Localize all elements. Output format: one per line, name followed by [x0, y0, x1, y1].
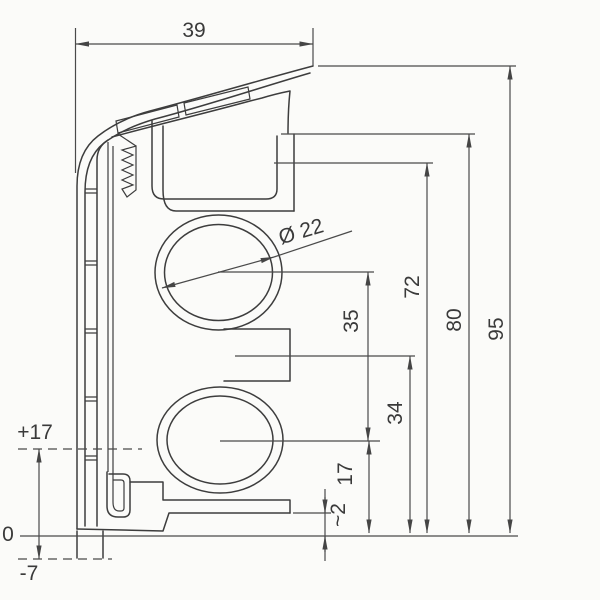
- dim-17-label: 17: [334, 462, 357, 485]
- clip-teeth: [120, 145, 137, 198]
- lower-tube-outer: [156, 386, 284, 494]
- profile-lid-inner-skin: [84, 72, 311, 527]
- dim-95-label: 95: [485, 317, 508, 340]
- dim-80-label: 80: [443, 308, 466, 331]
- dim-line-diameter: [161, 256, 275, 289]
- foot-below-floor: [76, 530, 104, 559]
- level-minus7-label: -7: [20, 562, 39, 585]
- bottom-hook-outer: [106, 471, 131, 518]
- lid-cell-1: [115, 104, 180, 134]
- profile-outline: [76, 65, 314, 559]
- dimension-lines: [36, 41, 513, 561]
- lid-cell-2: [183, 86, 251, 116]
- inner-l-wall-inner: [162, 125, 295, 212]
- clip-teeth-neck: [117, 133, 137, 147]
- extension-lines: [18, 28, 518, 560]
- dim-72-label: 72: [401, 275, 424, 298]
- lower-tube-inner: [166, 395, 274, 485]
- wall-face-3: [96, 139, 109, 527]
- level-zero-label: 0: [2, 523, 14, 546]
- profile-lid-bottom-skin: [111, 90, 291, 138]
- tube-web: [223, 328, 291, 382]
- dim-35-label: 35: [340, 309, 363, 332]
- bottom-hook-inner: [112, 472, 125, 512]
- level-plus17-label: +17: [17, 421, 53, 444]
- dim-gap2-label: ~2: [327, 503, 350, 527]
- dimension-labels: 39 Ø 22 35 34 17 ~2 72 80 95 +17 0 -7: [2, 19, 508, 585]
- wall-cell-dividers: [85, 188, 97, 461]
- dim-diameter-leader: [273, 230, 353, 258]
- dim-diameter-label: Ø 22: [276, 214, 326, 249]
- dim-39-label: 39: [182, 19, 205, 42]
- bottom-shelf: [129, 481, 291, 514]
- dim-34-label: 34: [384, 401, 407, 425]
- bottom-face: [76, 512, 291, 532]
- inner-l-wall-outer: [151, 120, 278, 200]
